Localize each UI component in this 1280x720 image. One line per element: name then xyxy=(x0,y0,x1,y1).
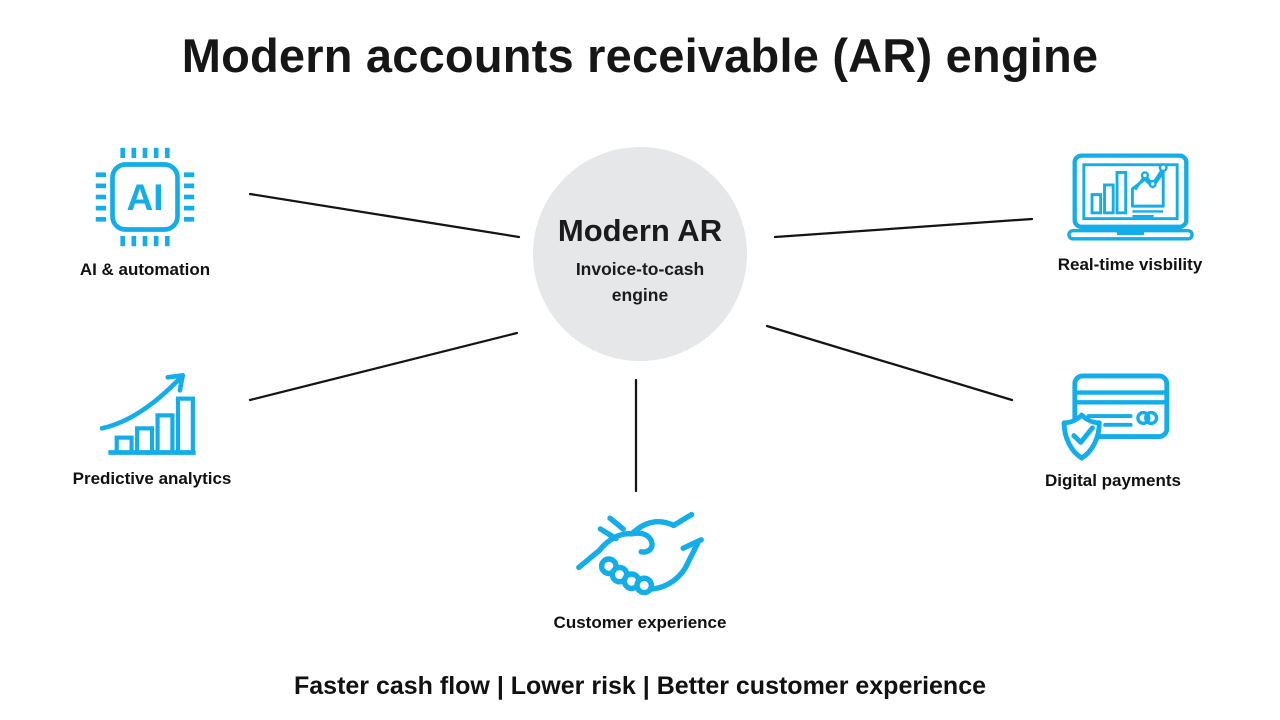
connector-ai xyxy=(248,192,521,239)
node-label-ai-automation: AI & automation xyxy=(79,260,211,279)
connector-predictive xyxy=(248,331,519,402)
node-realtime-visibility: Real-time visbility xyxy=(1040,152,1220,275)
page-title: Modern accounts receivable (AR) engine xyxy=(181,29,1099,82)
hub-subtitle: Invoice-to-cash engine xyxy=(575,259,705,306)
hub-circle: Modern AR Invoice-to-cash engine xyxy=(533,147,747,361)
node-customer-experience: Customer experience xyxy=(547,505,733,633)
node-digital-payments: Digital payments xyxy=(1023,372,1203,491)
handshake-icon xyxy=(574,505,706,604)
credit-card-shield-icon xyxy=(1055,372,1171,462)
laptop-analytics-icon xyxy=(1066,152,1194,241)
node-ai-automation: AI AI & automation xyxy=(55,145,235,280)
ai-chip-icon: AI xyxy=(93,145,197,249)
node-label-realtime-visibility: Real-time visbility xyxy=(1057,255,1203,274)
connector-digital xyxy=(765,324,1014,402)
node-label-customer-experience: Customer experience xyxy=(553,613,727,632)
hub-title: Modern AR xyxy=(557,213,723,248)
node-label-predictive-analytics: Predictive analytics xyxy=(72,469,232,488)
svg-text:AI: AI xyxy=(126,176,163,218)
node-label-digital-payments: Digital payments xyxy=(1044,471,1182,490)
growth-chart-arrow-icon xyxy=(99,367,204,460)
footer-tagline: Faster cash flow | Lower risk | Better c… xyxy=(293,672,987,700)
node-predictive-analytics: Predictive analytics xyxy=(62,367,242,489)
connector-realtime xyxy=(773,217,1034,239)
